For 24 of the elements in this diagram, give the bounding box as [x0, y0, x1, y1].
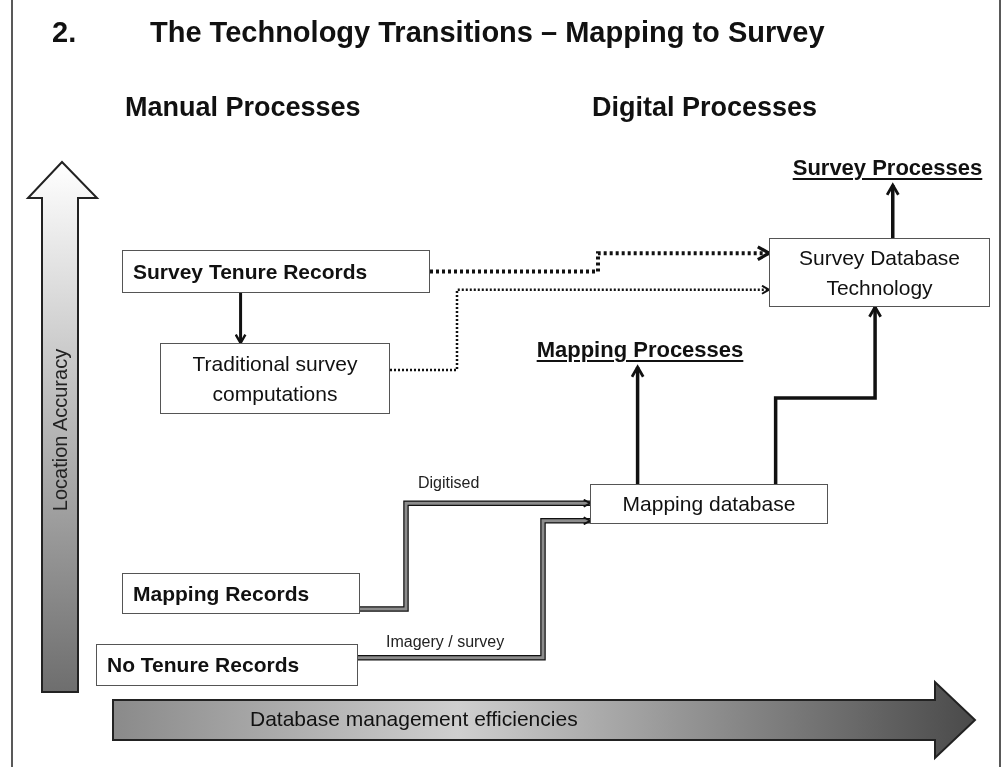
arrow — [358, 516, 591, 660]
arrow — [234, 293, 247, 345]
arrow — [885, 183, 900, 238]
arrow — [430, 245, 771, 274]
process-box: Survey Database Technology — [769, 238, 990, 307]
process-box: Mapping database — [590, 484, 828, 524]
arrow — [773, 305, 883, 484]
title: The Technology Transitions – Mapping to Survey — [150, 16, 825, 49]
column-heading: Digital Processes — [592, 92, 818, 123]
process-box: Traditional survey computations — [160, 343, 390, 414]
arrow — [360, 498, 591, 611]
heading-text: Survey Processes — [792, 155, 983, 180]
edge-label: Digitised — [416, 474, 482, 492]
axis-label: Location Accuracy — [48, 348, 72, 512]
process-box: No Tenure Records — [96, 644, 358, 686]
process-box: Mapping Records — [122, 573, 360, 614]
column-heading: Manual Processes — [125, 92, 361, 123]
heading-text: Mapping Processes — [536, 337, 744, 362]
axis-label: Database management efficiencies — [250, 707, 578, 731]
edge-label: Imagery / survey — [384, 633, 507, 651]
section-number: 2. — [52, 16, 77, 49]
arrow — [630, 365, 645, 484]
arrow — [390, 284, 770, 372]
process-box: Survey Tenure Records — [122, 250, 430, 293]
